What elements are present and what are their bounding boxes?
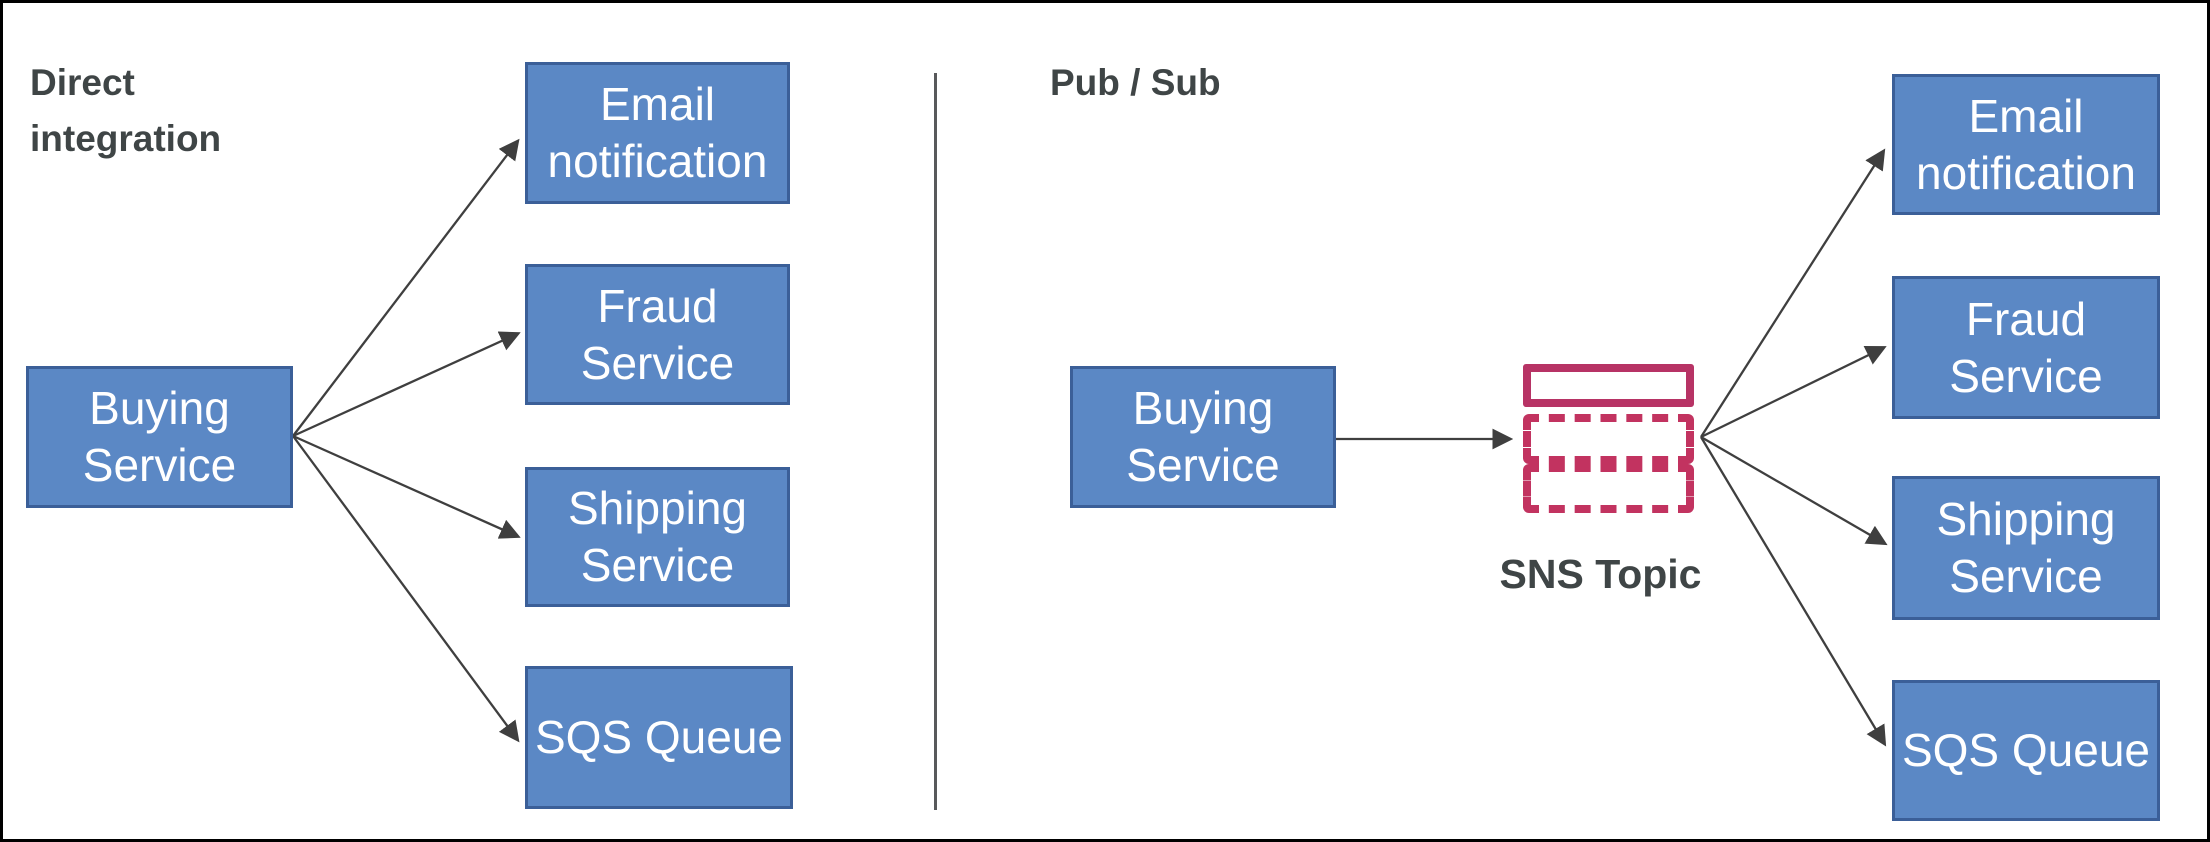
right-shipping-service-box: Shipping Service	[1892, 476, 2160, 620]
box-label: Shipping Service	[1936, 493, 2116, 602]
box-label: Buying Service	[82, 382, 237, 491]
sns-topic-label: SNS Topic	[1499, 551, 1702, 597]
sns-topic-icon-dashed-rect	[1523, 414, 1694, 464]
right-buying-service-box: Buying Service	[1070, 366, 1336, 508]
box-label: SQS Queue	[1901, 724, 2151, 776]
panel-divider	[934, 73, 937, 810]
box-label: Email notification	[547, 78, 768, 187]
left-fraud-service-box: Fraud Service	[525, 264, 790, 405]
right-fraud-service-box: Fraud Service	[1892, 276, 2160, 419]
sns-topic-icon-solid-rect	[1523, 364, 1694, 407]
box-label: Shipping Service	[567, 482, 748, 591]
box-label: Fraud Service	[580, 279, 735, 389]
left-shipping-service-box: Shipping Service	[525, 467, 790, 607]
right-email-notification-box: Email notification	[1892, 74, 2160, 215]
left-email-notification-box: Email notification	[525, 62, 790, 204]
box-label: Email notification	[1916, 89, 2136, 199]
sns-topic-icon-dashed-rect	[1523, 464, 1694, 513]
left-sqs-queue-box: SQS Queue	[525, 666, 793, 809]
left-panel-title: Direct integration	[30, 62, 222, 159]
box-label: SQS Queue	[534, 711, 784, 763]
right-panel-title: Pub / Sub	[1050, 62, 1221, 103]
box-label: Buying Service	[1126, 382, 1280, 491]
right-sqs-queue-box: SQS Queue	[1892, 680, 2160, 821]
left-buying-service-box: Buying Service	[26, 366, 293, 508]
box-label: Fraud Service	[1949, 292, 2103, 402]
